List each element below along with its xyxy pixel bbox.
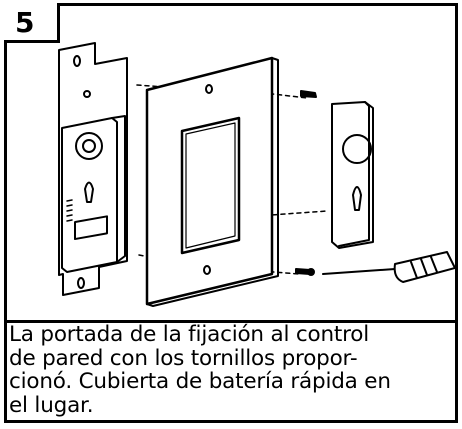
installation-illustration — [58, 42, 455, 307]
wall-control-device — [58, 42, 128, 296]
mounting-screws — [295, 90, 317, 276]
wall-plate — [145, 56, 279, 307]
battery-cover — [331, 101, 374, 249]
step-number: 5 — [15, 6, 35, 39]
instruction-frame — [4, 3, 458, 423]
step-number-box: 5 — [4, 3, 60, 43]
caption-divider — [4, 320, 458, 323]
screwdriver — [322, 251, 455, 283]
instruction-caption: La portada de la fijación al control de … — [9, 322, 391, 418]
